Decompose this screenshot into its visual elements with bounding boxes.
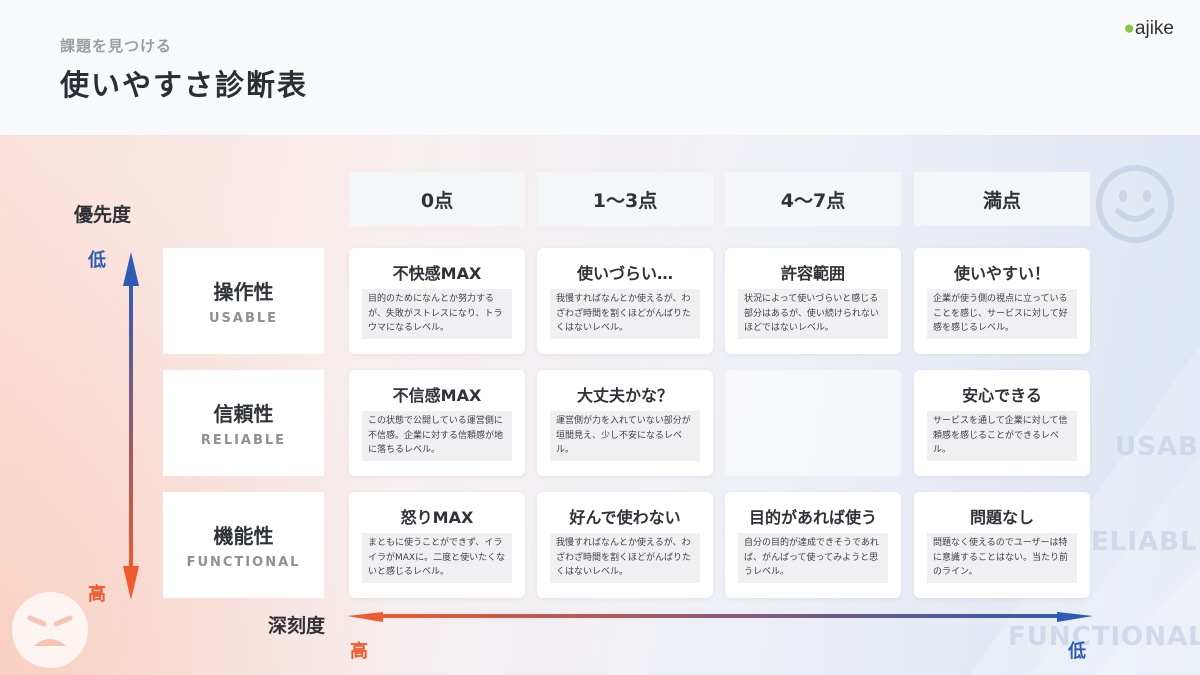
row-header-en: RELIABLE <box>200 433 287 448</box>
watermark-usable: USABLE <box>1115 432 1200 462</box>
priority-high-label: 高 <box>88 584 106 605</box>
logo: ●ajike <box>1123 18 1174 40</box>
cell-title: 安心できる <box>962 386 1042 405</box>
row-header-jp: 信頼性 <box>213 402 274 426</box>
cell-reliable-3: 安心できる サービスを通して企業に対して信頼感を感じることができるレベル。 <box>914 370 1090 476</box>
cell-title: 問題なし <box>969 508 1034 527</box>
severity-high-label: 高 <box>350 641 368 662</box>
watermark-reliable: RELIABLE <box>1070 527 1200 557</box>
priority-low-label: 低 <box>88 250 106 271</box>
row-header-en: USABLE <box>208 311 279 326</box>
row-header-usable: 操作性 USABLE <box>163 248 324 354</box>
cell-usable-0: 不快感MAX 目的のためになんとか努力するが、失敗がストレスになり、トラウマにな… <box>349 248 525 354</box>
cell-functional-1: 好んで使わない 我慢すればなんとか使えるが、わざわざ時間を割くほどがんばりたくは… <box>537 492 713 598</box>
row-header-jp: 操作性 <box>213 280 274 304</box>
column-header-0: 0点 <box>349 172 525 226</box>
page-title: 使いやすさ診断表 <box>60 68 309 102</box>
row-header-en: FUNCTIONAL <box>186 555 301 570</box>
header: 課題を見つける 使いやすさ診断表 ●ajike <box>0 0 1200 135</box>
cell-description: 我慢すればなんとか使えるが、わざわざ時間を割くほどがんばりたくはないレベル。 <box>550 533 700 583</box>
cell-reliable-0: 不信感MAX この状態で公開している運営側に不信感。企業に対する信頼感が地に落ち… <box>349 370 525 476</box>
severity-low-label: 低 <box>1068 641 1086 662</box>
cell-functional-2: 目的があれば使う 自分の目的が達成できそうであれば、がんばって使ってみようと思う… <box>725 492 901 598</box>
cell-usable-2: 許容範囲 状況によって使いづらいと感じる部分はあるが、使い続けられないほどではな… <box>725 248 901 354</box>
cell-description: 運営側が力を入れていない部分が垣間見え、少し不安になるレベル。 <box>550 411 700 461</box>
cell-title: 目的があれば使う <box>748 508 877 527</box>
page-subtitle: 課題を見つける <box>60 37 173 55</box>
cell-title: 使いづらい… <box>576 264 673 283</box>
severity-axis-arrow <box>347 612 1093 622</box>
cell-reliable-2-empty <box>725 370 901 476</box>
cell-description: この状態で公開している運営側に不信感。企業に対する信頼感が地に落ちるレベル。 <box>362 411 512 461</box>
cell-description: 問題なく使えるのでユーザーは特に意識することはない。当たり前のライン。 <box>927 533 1077 583</box>
column-header-1: 1〜3点 <box>537 172 713 226</box>
cell-description: サービスを通して企業に対して信頼感を感じることができるレベル。 <box>927 411 1077 461</box>
column-header-3: 満点 <box>914 172 1090 226</box>
cell-description: 自分の目的が達成できそうであれば、がんばって使ってみようと思うレベル。 <box>738 533 888 583</box>
cell-description: 状況によって使いづらいと感じる部分はあるが、使い続けられないほどではないレベル。 <box>738 289 888 339</box>
logo-dot: ● <box>1123 18 1135 39</box>
cell-functional-3: 問題なし 問題なく使えるのでユーザーは特に意識することはない。当たり前のライン。 <box>914 492 1090 598</box>
cell-description: 企業が使う側の視点に立っていることを感じ、サービスに対して好感を感じるレベル。 <box>927 289 1077 339</box>
row-header-jp: 機能性 <box>213 524 274 548</box>
cell-description: 我慢すればなんとか使えるが、わざわざ時間を割くほどがんばりたくはないレベル。 <box>550 289 700 339</box>
angry-face-icon <box>12 592 88 668</box>
severity-axis-label: 深刻度 <box>268 615 326 637</box>
cell-description: 目的のためになんとか努力するが、失敗がストレスになり、トラウマになるレベル。 <box>362 289 512 339</box>
cell-reliable-1: 大丈夫かな？ 運営側が力を入れていない部分が垣間見え、少し不安になるレベル。 <box>537 370 713 476</box>
cell-title: 使いやすい！ <box>953 264 1050 283</box>
row-header-functional: 機能性 FUNCTIONAL <box>163 492 324 598</box>
cell-title: 許容範囲 <box>780 264 845 283</box>
row-header-reliable: 信頼性 RELIABLE <box>163 370 324 476</box>
cell-title: 怒りMAX <box>400 508 474 527</box>
cell-title: 不快感MAX <box>392 264 482 283</box>
logo-text: ajike <box>1134 18 1174 39</box>
cell-title: 不信感MAX <box>392 386 482 405</box>
cell-usable-1: 使いづらい… 我慢すればなんとか使えるが、わざわざ時間を割くほどがんばりたくはな… <box>537 248 713 354</box>
priority-axis-arrow <box>123 252 139 600</box>
cell-description: まともに使うことができず、イライラがMAXに。二度と使いたくないと感じるレベル。 <box>362 533 512 583</box>
cell-functional-0: 怒りMAX まともに使うことができず、イライラがMAXに。二度と使いたくないと感… <box>349 492 525 598</box>
watermark-functional: FUNCTIONAL (U <box>1008 622 1200 652</box>
cell-usable-3: 使いやすい！ 企業が使う側の視点に立っていることを感じ、サービスに対して好感を感… <box>914 248 1090 354</box>
cell-title: 大丈夫かな？ <box>576 386 673 405</box>
cell-title: 好んで使わない <box>569 508 681 527</box>
smiley-face-icon <box>1096 165 1174 243</box>
column-header-2: 4〜7点 <box>725 172 901 226</box>
priority-axis-label: 優先度 <box>74 204 132 226</box>
